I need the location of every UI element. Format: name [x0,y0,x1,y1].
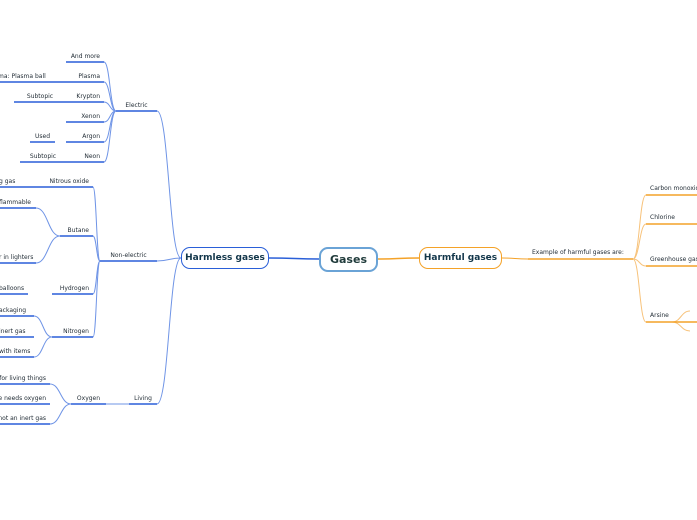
harmful-item-greenhouse-gas[interactable]: Greenhouse gas [650,256,697,263]
electric-subtopic-used[interactable]: Used [35,133,50,140]
electric-item-argon[interactable]: Argon [82,133,100,140]
connector-leaf-d-for-living-things [49,383,72,405]
leaf-re-needs-oxygen[interactable]: re needs oxygen [0,395,46,402]
non-electric-item-butane[interactable]: Butane [68,227,90,234]
connector-non-electric-butane [92,235,101,262]
connector-non-electric-nitrous-oxide [92,186,101,262]
group-living[interactable]: Living [134,395,152,402]
connector-arsine-branch-1 [671,310,691,323]
non-electric-item-nitrous-oxide[interactable]: Nitrous oxide [49,178,89,185]
connector-harmful-greenhouse-gas [632,258,647,267]
electric-item-xenon[interactable]: Xenon [81,113,100,120]
connector-arsine-branch-2 [671,321,691,332]
harmful-item-carbon-monoxide[interactable]: Carbon monoxide [650,185,697,192]
leaf-r-in-lighters[interactable]: r in lighters [0,254,33,261]
connector-electric-neon [103,110,117,163]
central-topic-gases[interactable]: Gases [319,247,378,272]
electric-item-and-more[interactable]: And more [71,53,100,60]
main-topic-harmless-gases[interactable]: Harmless gases [181,247,269,269]
connector-leaf-flammable [35,207,61,237]
living-item-oxygen[interactable]: Oxygen [77,395,100,402]
connector-harmful-to-example [501,257,529,260]
connector-harmful-arsine [632,258,647,323]
non-electric-item-nitrogen[interactable]: Nitrogen [63,328,89,335]
leaf-ackaging[interactable]: ackaging [0,307,26,314]
harmless-gases-label: Harmless gases [185,253,265,263]
non-electric-item-hydrogen[interactable]: Hydrogen [60,285,89,292]
main-topic-harmful-gases[interactable]: Harmful gases [419,247,502,269]
connector-harmless-to-non-electric [156,257,182,262]
electric-subtopic-ma-plasma-ball[interactable]: ma: Plasma ball [0,73,46,80]
connector-electric-and-more [103,61,117,112]
leaf-flammable[interactable]: flammable [0,199,31,206]
connector-central-to-harmless [268,257,320,260]
connector-electric-plasma [103,81,117,112]
connector-leaf-r-in-lighters [35,235,61,264]
harmful-item-arsine[interactable]: Arsine [650,312,669,319]
leaf-s-not-an-inert-gas[interactable]: s not an inert gas [0,415,46,422]
electric-subtopic-subtopic[interactable]: Subtopic [30,153,56,160]
connector-harmless-to-living [156,257,182,405]
connector-harmful-carbon-monoxide [632,194,647,260]
connector-leaf-with-items [33,336,53,358]
leaf-g-gas[interactable]: g gas [0,178,15,185]
connector-non-electric-nitrogen [92,260,101,338]
connector-lines [33,61,691,425]
leaf-inert-gas[interactable]: inert gas [0,328,26,335]
group-electric[interactable]: Electric [125,102,147,109]
electric-subtopic-subtopic[interactable]: Subtopic [27,93,53,100]
electric-item-krypton[interactable]: Krypton [76,93,100,100]
central-topic-label: Gases [329,253,367,266]
leaf-balloons[interactable]: balloons [0,285,24,292]
connector-leaf-ackaging [33,315,53,338]
leaf-with-items[interactable]: with items [0,348,30,355]
connector-harmless-to-electric [156,110,182,259]
electric-item-neon[interactable]: Neon [84,153,100,160]
connector-central-to-harmful [377,257,420,260]
connector-harmful-chlorine [632,223,647,260]
connector-leaf-s-not-an-inert-gas [49,403,72,425]
group-non-electric[interactable]: Non-electric [110,252,146,259]
electric-item-plasma[interactable]: Plasma [78,73,100,80]
topic-underlines [0,61,697,425]
example-of-harmful-gases[interactable]: Example of harmful gases are: [532,249,624,256]
harmful-gases-label: Harmful gases [423,253,498,263]
harmful-item-chlorine[interactable]: Chlorine [650,214,675,221]
leaf-d-for-living-things[interactable]: d for living things [0,375,46,382]
